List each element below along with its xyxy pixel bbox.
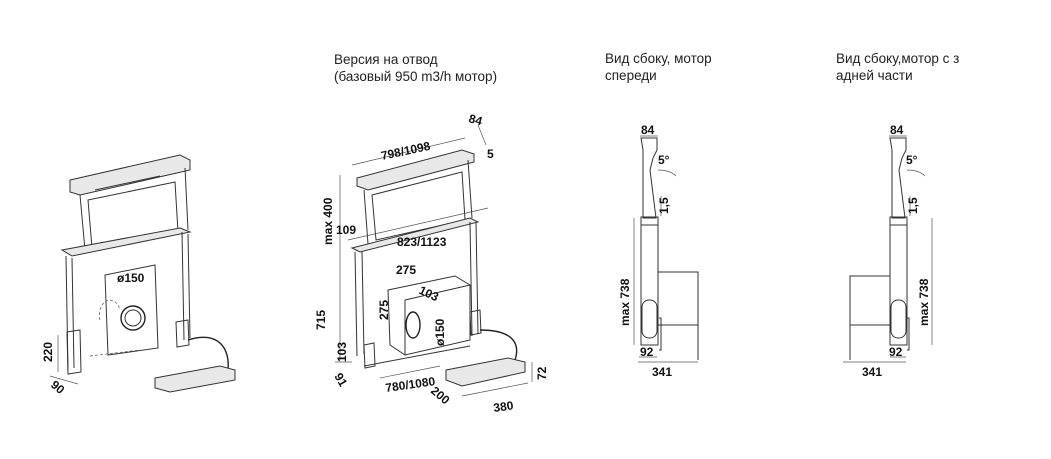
side-front-dim-total-depth: 341	[652, 365, 672, 379]
ducted-title-line1: Версия на отвод	[334, 52, 438, 67]
side-front-dim-max-height: max 738	[618, 278, 632, 326]
dim-motor-width: 275	[396, 263, 416, 277]
dim-motor-diameter: ø150	[433, 318, 447, 346]
side-view-front-motor: Вид сбоку, мотор спереди 84 5° 1,5 max 7…	[605, 51, 712, 379]
side-front-dim-angle: 5°	[658, 153, 670, 167]
side-rear-dim-bottom: 92	[889, 345, 903, 359]
dim-base-depth: 91	[331, 371, 350, 390]
dim-panel-height: 109	[336, 223, 356, 237]
side-rear-title-line2: адней части	[836, 68, 913, 83]
dim-width-top: 798/1098	[380, 139, 432, 163]
ducted-title-line2: (базовый 950 m3/h мотор)	[334, 69, 497, 84]
dim-motor-depth: 103	[417, 283, 441, 304]
side-rear-dim-angle: 5°	[906, 153, 918, 167]
dim-box-width: 380	[492, 398, 514, 415]
side-front-dim-top: 84	[641, 123, 655, 137]
side-front-dim-bottom: 92	[640, 345, 654, 359]
dim-base-height: 103	[335, 342, 349, 362]
side-rear-dim-gap: 1,5	[906, 197, 920, 214]
dim-tilt: 5	[487, 147, 494, 161]
side-front-title-line2: спереди	[605, 68, 657, 83]
side-front-dim-gap: 1,5	[657, 197, 671, 214]
dim-width-mid: 823/1123	[397, 235, 447, 249]
side-rear-dim-top: 84	[890, 123, 904, 137]
dim-body-height: 715	[314, 310, 328, 330]
side-rear-title-line1: Вид сбоку,мотор с з	[836, 51, 959, 66]
ducted-view: Версия на отвод (базовый 950 m3/h мотор)…	[314, 52, 549, 415]
dim-height: 220	[41, 342, 55, 362]
side-rear-dim-max-height: max 738	[917, 278, 931, 326]
dim-base-width: 780/1080	[384, 374, 436, 395]
side-rear-dim-total-depth: 341	[862, 365, 882, 379]
dim-motor-height: 275	[377, 300, 391, 320]
dim-box-height: 72	[535, 366, 549, 380]
dim-diameter: ø150	[117, 271, 145, 285]
dim-max-height: max 400	[321, 197, 335, 245]
dim-depth-top: 84	[467, 111, 484, 128]
perspective-view: ø150 220 90	[41, 154, 236, 397]
side-view-rear-motor: Вид сбоку,мотор с з адней части 84 5° 1,…	[836, 51, 959, 379]
side-front-title-line1: Вид сбоку, мотор	[605, 51, 712, 66]
